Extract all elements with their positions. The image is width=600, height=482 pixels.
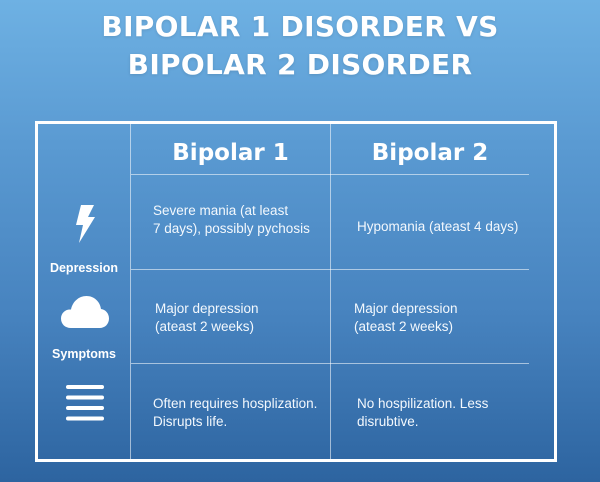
- cloud-icon: [61, 296, 109, 328]
- cell-bipolar1-row1: Severe mania (at least 7 days), possibly…: [153, 203, 310, 236]
- cell-bipolar2-row2: Major depression (ateast 2 weeks): [354, 301, 458, 334]
- divider-middle-column: [330, 124, 331, 459]
- cell-bipolar2-row3: No hospilization. Less disrubtive.: [357, 396, 489, 429]
- list-lines-icon: [66, 385, 104, 421]
- lightning-bolt-icon: [76, 205, 95, 243]
- title-line-2: BIPOLAR 2 DISORDER: [127, 48, 473, 81]
- divider-header-row: [131, 174, 529, 175]
- cell-bipolar2-row1: Hypomania (ateast 4 days): [357, 219, 519, 234]
- row-label-symptoms: Symptoms: [52, 347, 116, 361]
- column-header-bipolar-1: Bipolar 1: [172, 140, 289, 166]
- column-header-bipolar-2: Bipolar 2: [371, 140, 489, 166]
- title-line-1: BIPOLAR 1 DISORDER VS: [101, 10, 499, 43]
- divider-row-2: [131, 363, 529, 364]
- comparison-table: [35, 121, 557, 462]
- divider-left-column: [130, 124, 131, 459]
- page-title: BIPOLAR 1 DISORDER VS BIPOLAR 2 DISORDER: [0, 8, 600, 84]
- row-label-depression: Depression: [49, 261, 119, 275]
- cell-bipolar1-row3: Often requires hosplization. Disrupts li…: [153, 396, 318, 429]
- cell-bipolar1-row2: Major depression (ateast 2 weeks): [155, 301, 259, 334]
- divider-row-1: [131, 269, 529, 270]
